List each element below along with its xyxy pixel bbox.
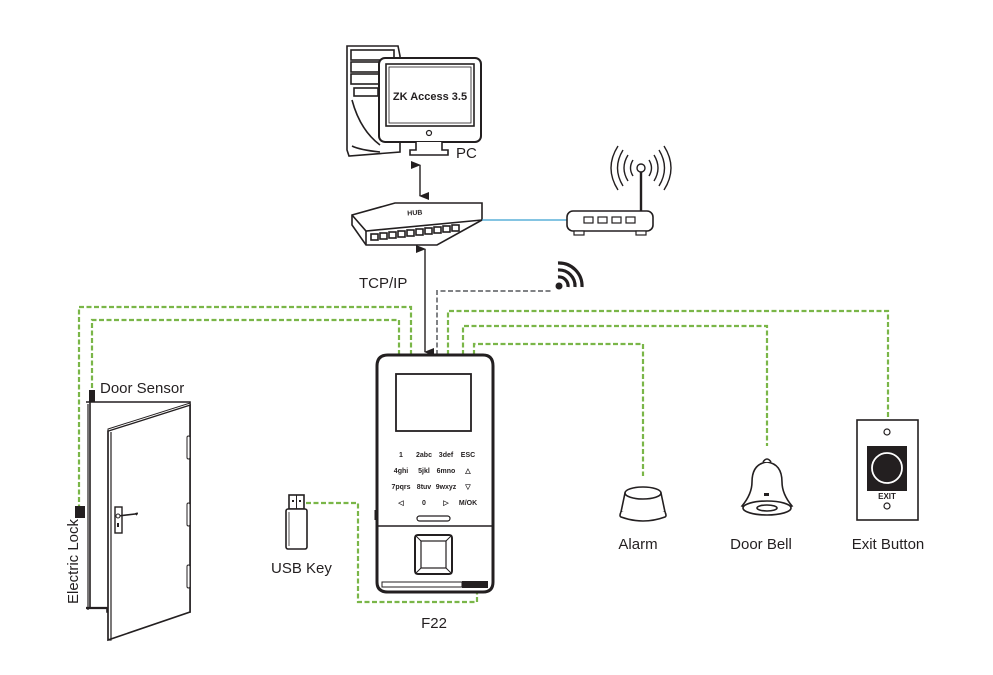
electric-lock-icon <box>75 506 85 518</box>
exit-button-label: Exit Button <box>852 536 925 553</box>
key[interactable]: 9wxyz <box>436 484 457 491</box>
wire-usb-key <box>306 501 479 604</box>
f22-device <box>374 353 495 594</box>
key[interactable]: 1 <box>399 452 403 459</box>
key[interactable]: ESC <box>461 452 475 459</box>
usb-key-label: USB Key <box>271 560 332 577</box>
key[interactable]: ▽ <box>464 484 471 491</box>
wire-door-bell <box>461 324 769 446</box>
pc-monitor-icon <box>378 57 482 156</box>
key[interactable]: ◁ <box>397 500 404 507</box>
router-icon <box>566 145 672 236</box>
key[interactable]: 8tuv <box>417 484 432 491</box>
f22-keypad: 1 2abc 3def ESC 4ghi 5jkl 6mno △ 7pqrs 8… <box>391 452 477 507</box>
door-bell-icon <box>740 458 794 516</box>
usb-key-icon <box>285 494 308 550</box>
f22-screen <box>395 373 472 432</box>
key[interactable]: 3def <box>439 452 454 459</box>
tcpip-label: TCP/IP <box>359 275 407 292</box>
exit-button-face-text: EXIT <box>878 492 896 501</box>
key[interactable]: ▷ <box>442 500 449 507</box>
hub-label: HUB <box>407 209 423 217</box>
key[interactable]: 2abc <box>416 452 432 459</box>
wire-electric-lock <box>77 305 413 506</box>
exit-button-icon <box>856 419 919 521</box>
key[interactable]: 0 <box>422 500 426 507</box>
hub-icon <box>351 202 483 246</box>
wifi-link <box>436 290 551 355</box>
key[interactable]: 6mno <box>437 468 456 475</box>
key[interactable]: M/OK <box>459 500 477 507</box>
wire-exit-button <box>446 309 890 418</box>
alarm-label: Alarm <box>618 536 657 553</box>
door-sensor-icon <box>89 390 95 402</box>
door-bell-label: Door Bell <box>730 536 792 553</box>
fingerprint-sensor-icon <box>414 534 453 575</box>
electric-lock-label: Electric Lock <box>65 518 82 604</box>
key[interactable]: △ <box>464 468 471 475</box>
key[interactable]: 5jkl <box>418 468 430 475</box>
wire-door-sensor <box>90 318 401 390</box>
alarm-icon <box>619 486 667 522</box>
door-sensor-label: Door Sensor <box>100 380 184 397</box>
green-wires <box>77 305 890 604</box>
f22-label: F22 <box>421 615 447 632</box>
key[interactable]: 4ghi <box>394 468 408 475</box>
wifi-icon <box>555 261 584 290</box>
pc: ZK Access 3.5 PC <box>346 45 482 162</box>
wire-alarm <box>472 342 645 476</box>
door-icon <box>86 401 191 642</box>
pc-screen-text: ZK Access 3.5 <box>393 91 467 103</box>
pc-label: PC <box>456 145 477 162</box>
key[interactable]: 7pqrs <box>391 484 410 491</box>
